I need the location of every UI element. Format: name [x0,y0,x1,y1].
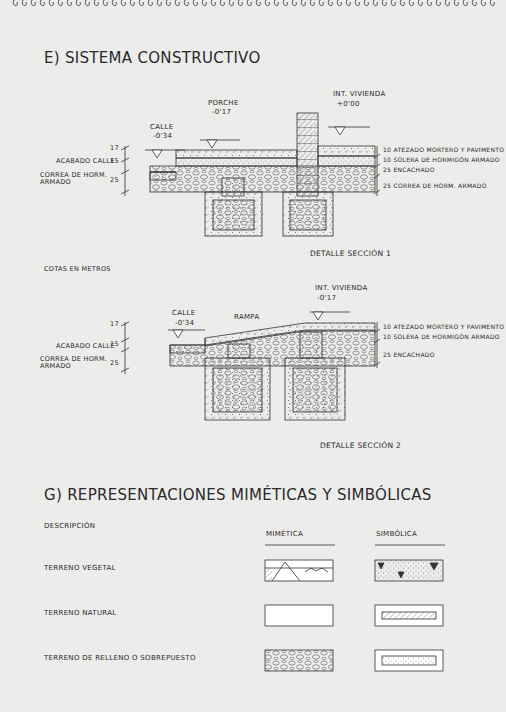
drawing-label: 25 [110,177,119,184]
drawing-label: 25 ENCACHADO [383,352,435,359]
drawing-label: INT. VIVIENDA [333,91,386,99]
drawing-label: MIMÉTICA [266,531,303,539]
drawing-label: CORREA DE HORM. ARMADO [40,356,110,370]
drawing-label: SIMBÓLICA [376,531,417,539]
drawing-label: 15 [110,341,119,348]
drawing-label: COTAS EN METROS [44,266,111,273]
drawing-label: 10 SOLERA DE HORMIGÓN ARMADO [383,157,500,164]
drawing-label: 25 ENCACHADO [383,167,435,174]
drawing-label: +0'00 [337,101,360,109]
section-heading: E) SISTEMA CONSTRUCTIVO [44,50,261,67]
drawing-label: -0'17 [317,295,336,303]
drawing-label: CALLE [172,310,195,318]
drawing-label: 10 ATEZADO MORTERO Y PAVIMENTO [383,147,504,154]
drawing-label: 10 SOLERA DE HORMIGÓN ARMADO [383,334,500,341]
drawing-label: DESCRIPCIÓN [44,523,95,531]
drawing-label: 25 [110,360,119,367]
section-heading: G) REPRESENTACIONES MIMÉTICAS Y SIMBÓLIC… [44,487,432,504]
drawing-label: 10 ATEZADO MORTERO Y PAVIMENTO [383,324,504,331]
drawing-label: DETALLE SECCIÓN 2 [320,442,401,450]
drawing-label: PORCHE [208,100,239,108]
drawing-label: ACABADO CALLE [56,158,115,165]
drawing-label: INT. VIVIENDA [315,285,368,293]
legend-text: TERRENO NATURAL [44,610,116,618]
drawing-label: -0'34 [153,133,172,141]
drawing-label: ACABADO CALLE [56,343,115,350]
drawing-label: -0'34 [175,320,194,328]
legend-text: TERRENO VEGETAL [44,565,116,573]
legend-text: TERRENO DE RELLENO O SOBREPUESTO [44,655,196,663]
drawing-label: CORREA DE HORM. ARMADO [40,172,110,186]
drawing-label: DETALLE SECCIÓN 1 [310,250,391,258]
drawing-label: 25 CORREA DE HORM. ARMADO [383,183,487,190]
drawing-label: 17 [110,145,119,152]
drawing-label: 15 [110,158,119,165]
drawing-label: RAMPA [234,314,259,322]
drawing-label: CALLE [150,124,173,132]
drawing-label: 17 [110,321,119,328]
drawing-label: -0'17 [212,109,231,117]
